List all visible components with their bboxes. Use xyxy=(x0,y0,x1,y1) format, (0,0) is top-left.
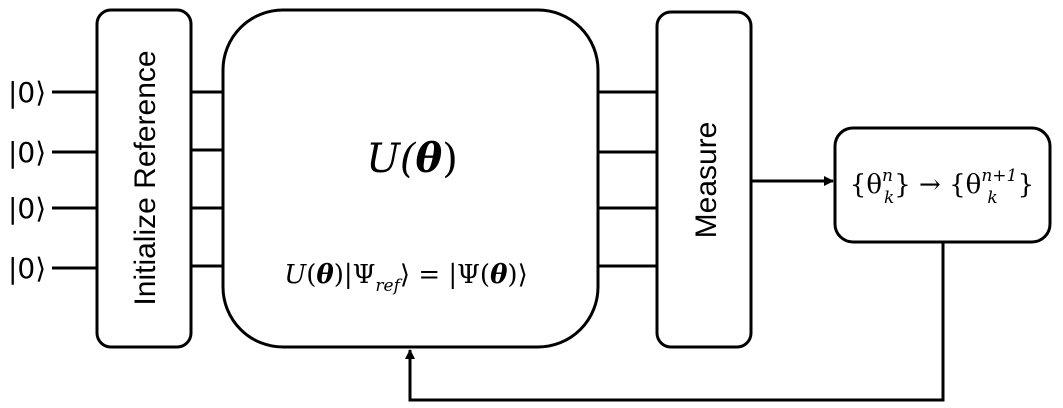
input-ket-4: |0⟩ xyxy=(8,252,46,285)
input-ket-3: |0⟩ xyxy=(8,192,46,225)
unitary-equation: U(θ)|Ψref⟩ = |Ψ(θ)⟩ xyxy=(284,260,527,296)
unitary-title: U(θ) xyxy=(366,135,458,182)
initialize-reference-label: Initialize Reference xyxy=(129,50,162,305)
feedback-arrow xyxy=(405,242,945,402)
input-ket-2: |0⟩ xyxy=(8,136,46,169)
initialize-reference-box xyxy=(95,8,193,349)
input-ket-1: |0⟩ xyxy=(8,76,46,109)
unitary-box xyxy=(221,8,600,349)
measure-label: Measure xyxy=(690,122,723,239)
